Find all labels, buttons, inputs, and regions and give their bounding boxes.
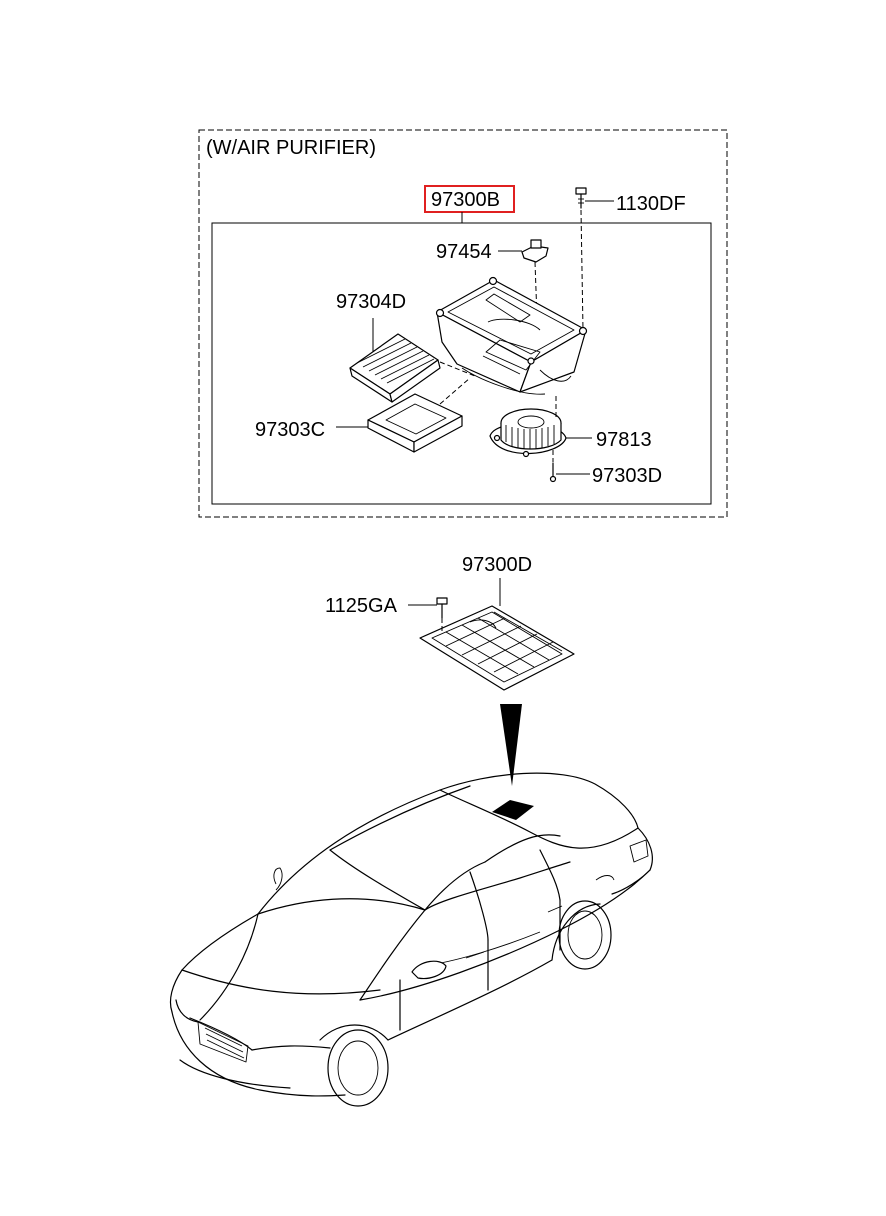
- part-number-label: 1130DF: [616, 193, 686, 215]
- part-number-label: 1125GA: [325, 595, 398, 617]
- air-purifier-heading: (W/AIR PURIFIER): [206, 137, 376, 159]
- part-number-label: 97303C: [255, 419, 325, 441]
- highlight-box: [424, 185, 515, 213]
- part-number-label: 97300B: [431, 189, 500, 211]
- location-pointer: [500, 704, 522, 786]
- part-number-label: 97813: [596, 429, 652, 451]
- car-illustration: [169, 772, 653, 1107]
- part-number-label: 97303D: [592, 465, 662, 487]
- part-number-label: 97300D: [462, 554, 532, 576]
- part-97304d[interactable]: 97304D: [336, 291, 476, 403]
- part-number-label: 97304D: [336, 291, 406, 313]
- part-97303c[interactable]: 97303C: [255, 377, 471, 453]
- air-purifier-frame: [198, 129, 728, 518]
- blower-housing: [435, 276, 588, 395]
- part-97300b[interactable]: 97300B: [424, 185, 515, 223]
- part-97303d[interactable]: 97303D: [549, 450, 663, 487]
- part-1125ga[interactable]: 1125GA: [325, 595, 448, 634]
- sunroof-location: [492, 800, 534, 820]
- part-97813[interactable]: 97813: [489, 396, 652, 458]
- part-1130df[interactable]: 1130DF: [575, 187, 686, 331]
- part-97454[interactable]: 97454: [436, 239, 549, 319]
- part-number-label: 97454: [436, 241, 492, 263]
- part-97300d[interactable]: 97300D: [419, 554, 575, 691]
